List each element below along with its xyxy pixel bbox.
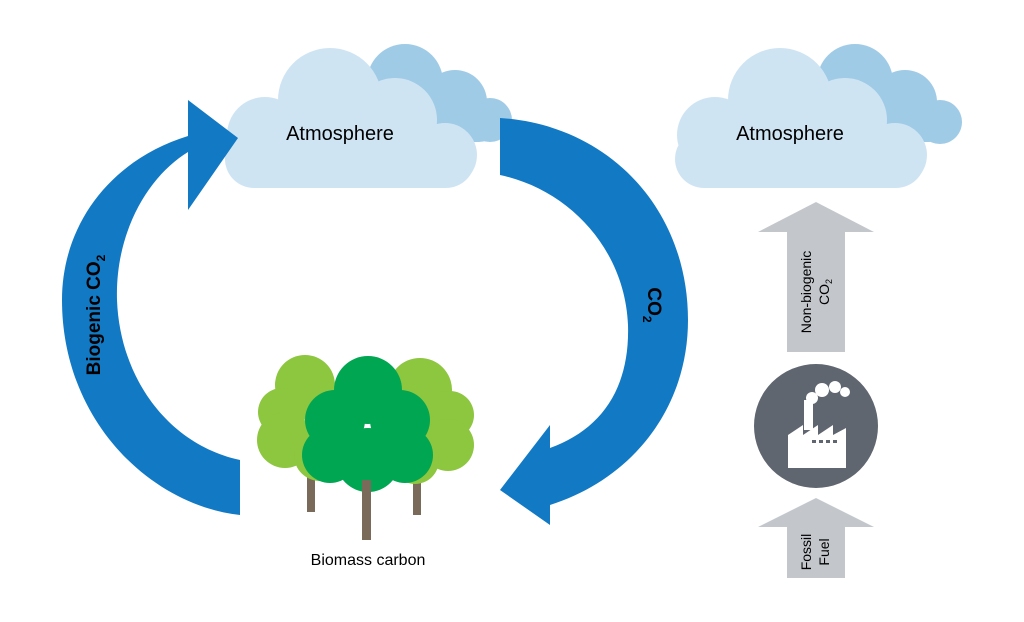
biogenic-co2-label: Biogenic CO2 (84, 254, 108, 375)
trees-icon (257, 355, 474, 540)
biogenic-co2-text: Biogenic CO (84, 261, 105, 375)
factory-icon (754, 364, 878, 488)
non-biogenic-co2-label: CO2 (816, 279, 834, 305)
biomass-carbon-label: Biomass carbon (311, 552, 426, 569)
atmosphere-cloud-left: Atmosphere (225, 44, 512, 188)
co2-text: CO (643, 287, 664, 316)
co2-subscript: 2 (640, 316, 654, 323)
fuel-label: Fuel (816, 538, 832, 565)
atmosphere-cloud-right: Atmosphere (675, 44, 962, 188)
fossil-label: Fossil (798, 534, 814, 571)
non-biogenic-co2-subscript: 2 (824, 279, 834, 284)
non-biogenic-label: Non-biogenic (798, 251, 814, 334)
co2-label: CO2 (640, 287, 664, 323)
co2-down-arrow: CO2 (500, 118, 688, 525)
biogenic-co2-arrow: Biogenic CO2 (62, 100, 240, 515)
non-biogenic-co2-arrow: Non-biogenic CO2 (758, 202, 874, 352)
atmosphere-label-right: Atmosphere (736, 123, 844, 145)
fossil-fuel-arrow: Fossil Fuel (758, 498, 874, 578)
atmosphere-label-left: Atmosphere (286, 123, 394, 145)
biogenic-co2-subscript: 2 (94, 254, 108, 261)
non-biogenic-co2-text: CO (816, 284, 832, 305)
non-biogenic-text: Non-biogenic (798, 251, 814, 334)
